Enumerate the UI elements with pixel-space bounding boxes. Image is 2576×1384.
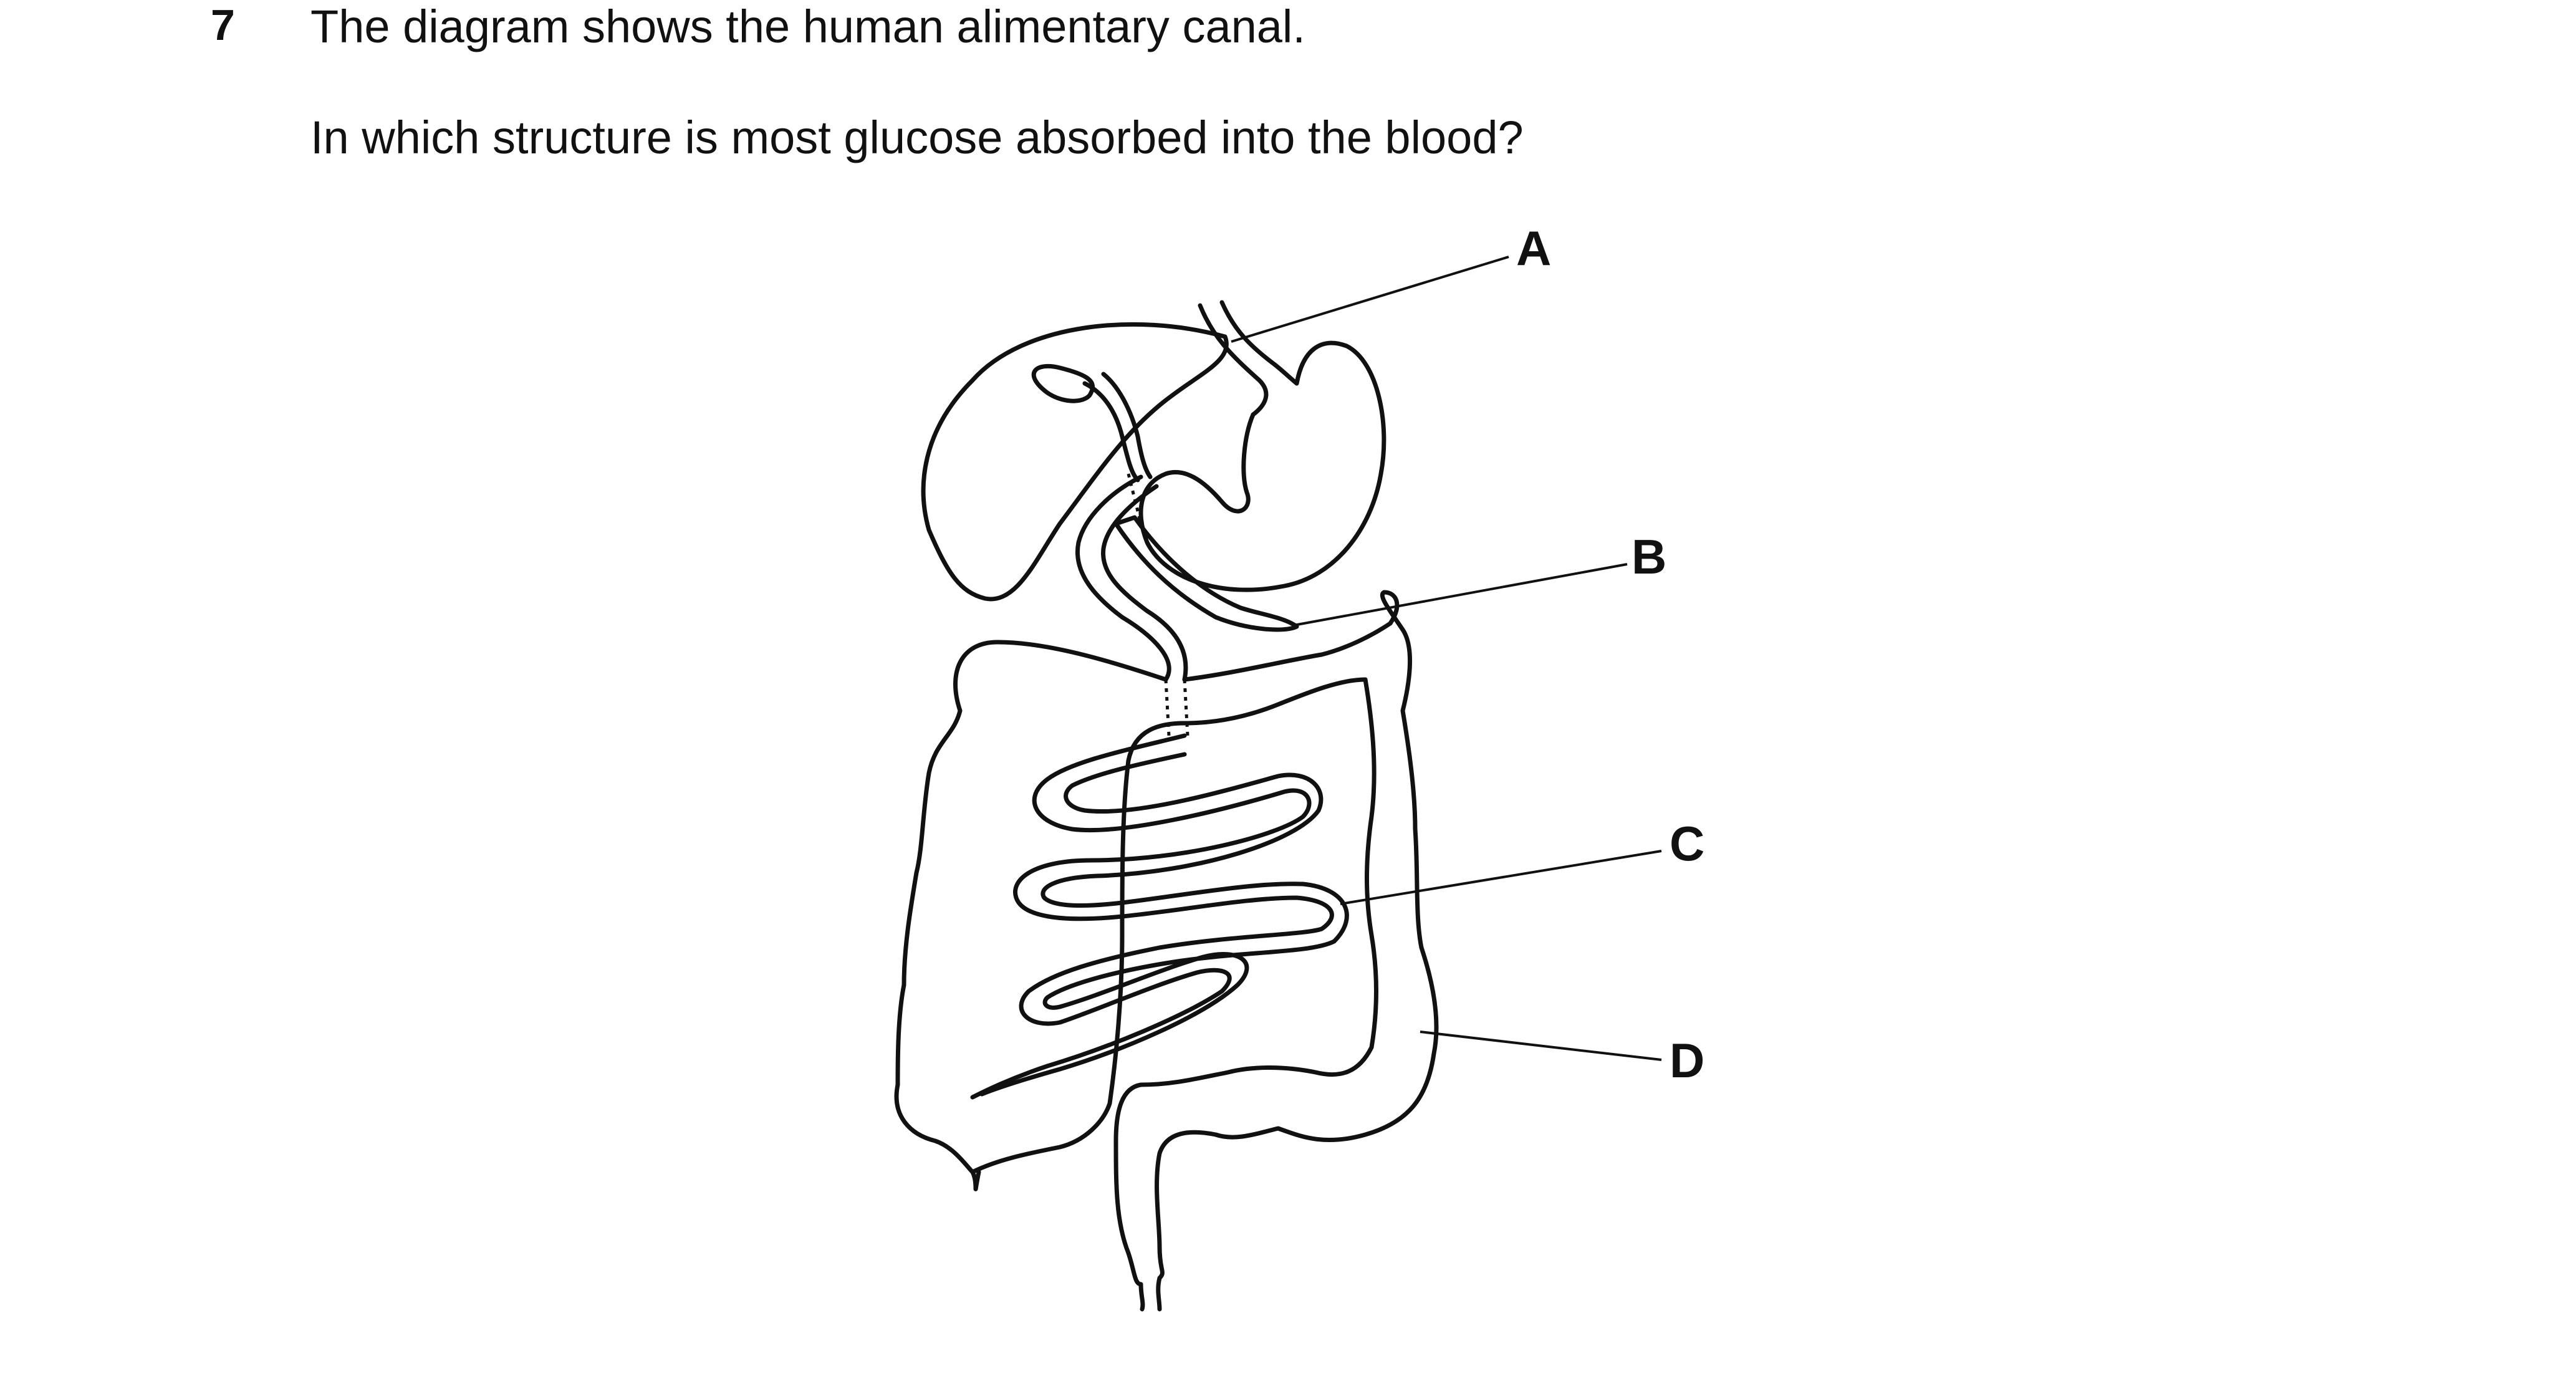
rectum-outline [1138,1282,1145,1312]
colon-inner-right [1113,677,1378,1287]
gall-bladder-outline [1031,363,1095,403]
pointer-line-d [1420,1031,1662,1061]
bile-duct [1082,381,1140,483]
label-d: D [1670,1033,1704,1088]
stomach-outline [1138,340,1387,592]
small-intestine-outer [970,733,1334,1100]
ileocaecal-dotted-line-2 [1183,679,1189,736]
colon-transverse [1155,590,1439,1281]
oesophagus-right [1219,300,1299,386]
colon-inner [970,677,1368,1175]
label-c: C [1670,816,1704,871]
pancreas-outline [1113,515,1299,632]
question-stem: The diagram shows the human alimentary c… [310,1,1305,52]
bile-duct-inner [1101,372,1153,479]
question-prompt: In which structure is most glucose absor… [310,112,1524,163]
anus-outline [1156,1276,1162,1312]
liver-outline [921,322,1229,602]
label-a: A [1516,221,1551,276]
small-intestine-inner [979,752,1349,1097]
duodenum-outer [1075,474,1171,682]
pointer-line-b [1293,563,1628,627]
oesophagus-left [1198,303,1269,417]
duodenum-inner [1101,484,1188,682]
pointer-line-c [1340,850,1662,905]
question-number: 7 [211,1,235,49]
label-b: B [1632,529,1666,584]
pointer-line-a [1231,256,1509,343]
ileocaecal-dotted-line-1 [1164,679,1171,736]
colon-outline [894,640,1168,1191]
